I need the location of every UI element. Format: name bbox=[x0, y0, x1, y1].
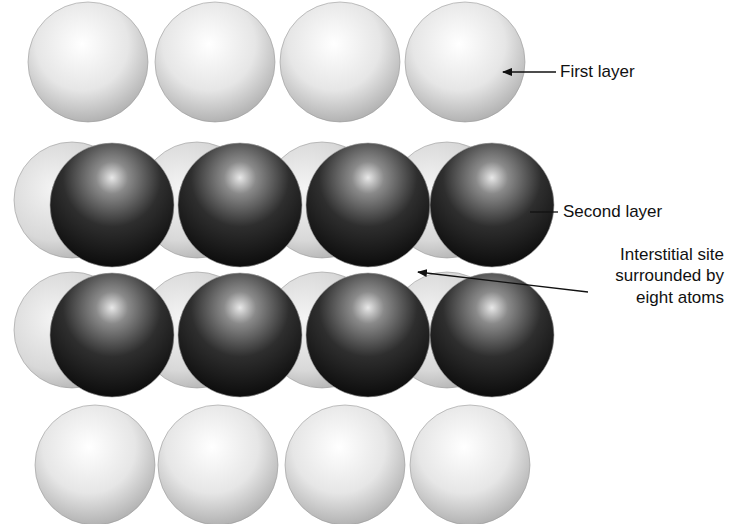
dark-atom bbox=[430, 143, 554, 267]
light-atom bbox=[405, 2, 525, 122]
dark-atom bbox=[50, 273, 174, 397]
layer-label: First layer bbox=[560, 61, 720, 82]
light-atom bbox=[285, 405, 405, 524]
light-atom bbox=[155, 2, 275, 122]
light-atom bbox=[280, 2, 400, 122]
leader-arrow bbox=[503, 71, 556, 72]
dark-atom bbox=[430, 273, 554, 397]
site-label: Interstitial site surrounded by eight at… bbox=[592, 244, 724, 308]
light-atom bbox=[35, 405, 155, 524]
dark-atom bbox=[178, 273, 302, 397]
leader-line bbox=[530, 211, 558, 212]
layer-label: Second layer bbox=[563, 201, 723, 222]
light-atom bbox=[28, 2, 148, 122]
leader-arrow bbox=[418, 272, 588, 292]
dark-atom bbox=[50, 143, 174, 267]
dark-atom bbox=[306, 273, 430, 397]
light-atom bbox=[410, 405, 530, 524]
dark-atom bbox=[306, 143, 430, 267]
light-atom bbox=[158, 405, 278, 524]
dark-atom bbox=[178, 143, 302, 267]
